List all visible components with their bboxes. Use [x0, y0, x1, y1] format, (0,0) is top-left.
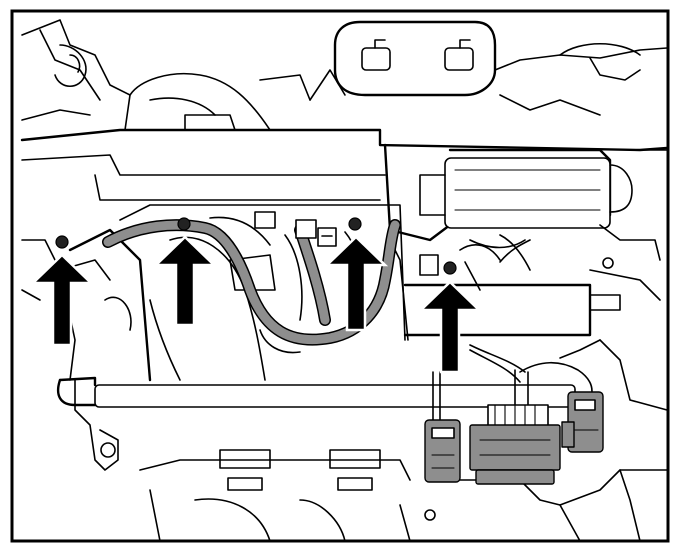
dashboard-structure	[20, 19, 669, 542]
bolt-3	[348, 217, 362, 231]
connector-b	[295, 219, 317, 239]
diagram-frame	[10, 9, 670, 543]
connector-c	[317, 227, 337, 247]
fastener-arrow-4	[417, 280, 483, 374]
bolt-4	[443, 261, 457, 275]
connector-plug-center	[469, 424, 561, 471]
bolt-1	[55, 235, 69, 249]
connector-plug-center-top	[487, 404, 549, 428]
bolt-2	[177, 217, 191, 231]
fastener-arrows	[29, 235, 483, 374]
dangling-connectors	[424, 339, 604, 485]
fastener-arrow-1	[29, 253, 95, 347]
fastener-arrow-3	[323, 235, 389, 332]
connector-a	[254, 211, 276, 229]
support-bar	[94, 384, 576, 408]
harness-connectors	[254, 211, 337, 247]
fastener-arrow-2	[152, 235, 218, 327]
fastener-bolts	[55, 217, 457, 275]
